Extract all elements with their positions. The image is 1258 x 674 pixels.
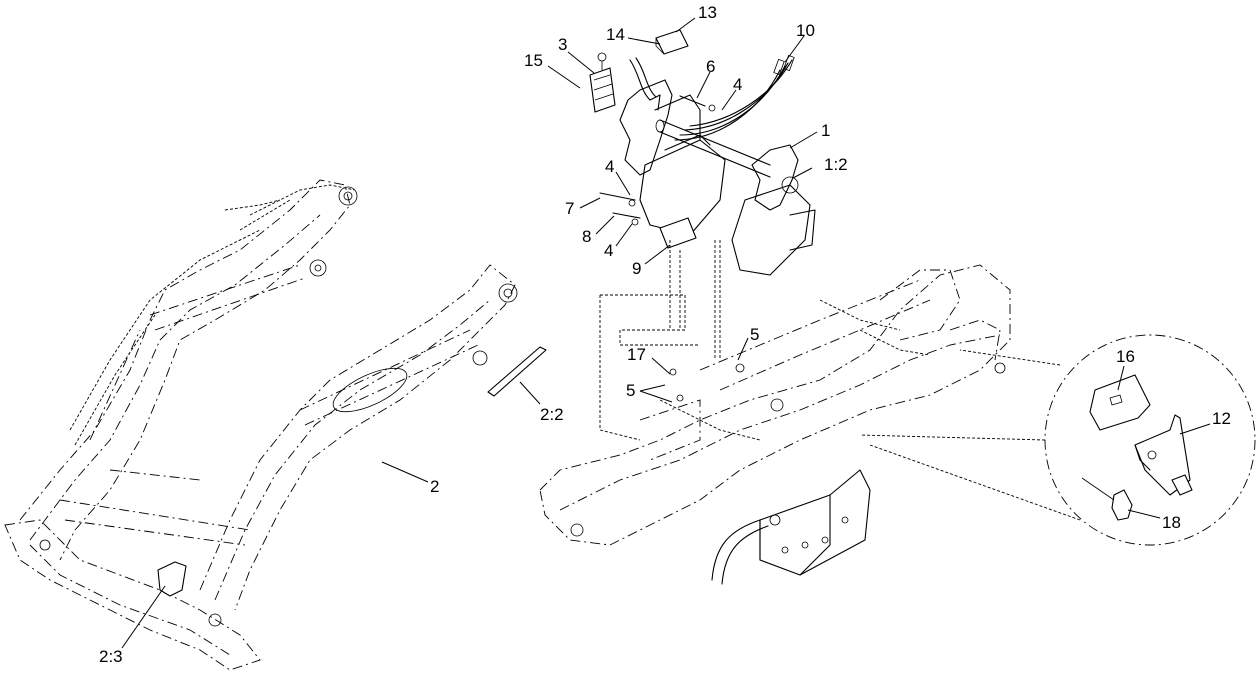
callout-17: 17 xyxy=(627,345,646,364)
callout-4-middle: 4 xyxy=(605,157,614,176)
callout-2: 2 xyxy=(430,477,439,496)
callout-5-right: 5 xyxy=(750,325,759,344)
callout-8: 8 xyxy=(582,227,591,246)
callout-10: 10 xyxy=(796,21,815,40)
callout-16: 16 xyxy=(1116,347,1135,366)
callout-6: 6 xyxy=(706,57,715,76)
leader-lines xyxy=(121,17,1211,649)
callout-1-2: 1:2 xyxy=(824,155,848,174)
loader-arm-assembly xyxy=(4,179,547,671)
callout-9: 9 xyxy=(632,259,641,278)
callout-2-2: 2:2 xyxy=(540,405,564,424)
callout-4-bottom: 4 xyxy=(604,241,613,260)
callout-2-3: 2:3 xyxy=(99,647,123,666)
callout-7: 7 xyxy=(565,199,574,218)
callout-1: 1 xyxy=(821,121,830,140)
callout-18: 18 xyxy=(1162,513,1181,532)
callout-5-left: 5 xyxy=(626,381,635,400)
callout-13: 13 xyxy=(698,3,717,22)
tractor-frame xyxy=(539,264,1011,585)
callout-3: 3 xyxy=(558,35,567,54)
mount-frame-assembly xyxy=(589,29,816,441)
callout-15: 15 xyxy=(524,51,543,70)
detail-view xyxy=(859,334,1256,546)
callout-4-top: 4 xyxy=(733,75,742,94)
callout-labels: 13 14 3 15 10 6 4 1 1:2 4 7 8 4 9 5 17 5… xyxy=(99,3,1231,666)
callout-14: 14 xyxy=(606,25,625,44)
callout-12: 12 xyxy=(1212,409,1231,428)
